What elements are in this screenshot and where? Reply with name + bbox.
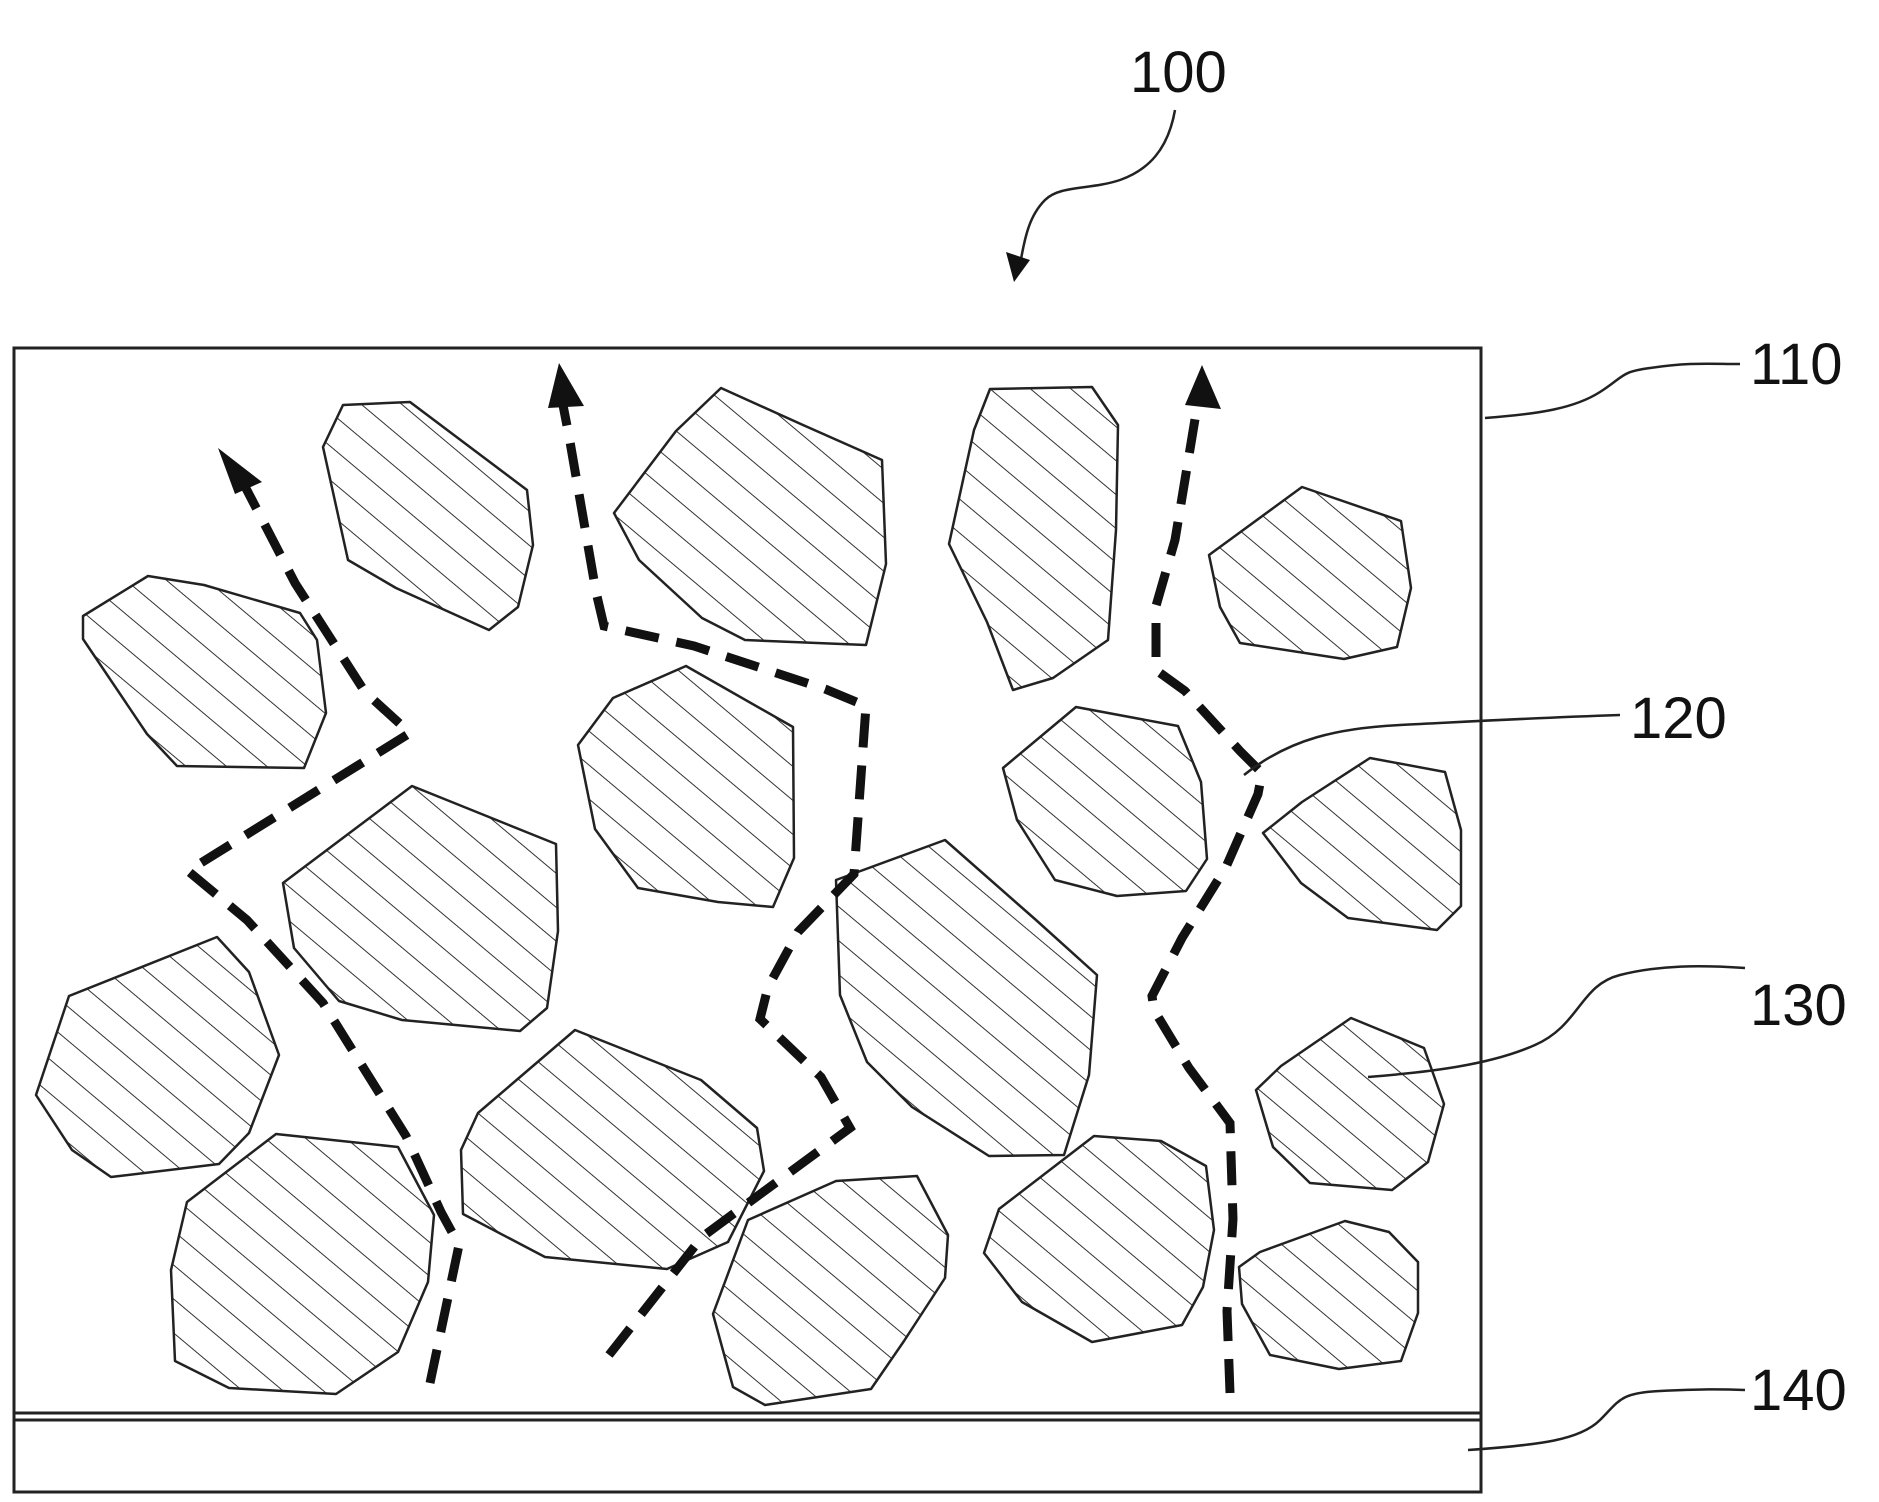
arrow-head-right xyxy=(1185,365,1221,409)
particle xyxy=(578,666,794,907)
leader-device xyxy=(1020,110,1175,265)
particle xyxy=(36,937,279,1177)
leader-substrate xyxy=(1468,1389,1745,1450)
particle xyxy=(1263,758,1461,930)
label-path: 120 xyxy=(1630,686,1727,751)
particle xyxy=(614,388,886,645)
leader-path xyxy=(1244,715,1620,775)
arrow-head-left xyxy=(218,448,262,494)
particle xyxy=(323,402,533,630)
particle xyxy=(171,1134,434,1394)
particle xyxy=(1003,707,1207,896)
leader-device-arrow xyxy=(1006,252,1030,282)
particles xyxy=(36,387,1461,1405)
label-particle: 130 xyxy=(1750,973,1847,1038)
leader-layer xyxy=(1485,364,1740,418)
particle xyxy=(713,1176,948,1405)
particle xyxy=(984,1136,1214,1342)
label-device: 100 xyxy=(1130,40,1227,105)
arrow-head-middle xyxy=(548,363,584,408)
particle xyxy=(461,1030,764,1269)
particle xyxy=(1256,1018,1444,1190)
particle xyxy=(949,387,1118,690)
particle xyxy=(1209,487,1411,659)
label-substrate: 140 xyxy=(1750,1358,1847,1423)
particle xyxy=(283,786,558,1031)
label-layer: 110 xyxy=(1750,332,1842,397)
particle xyxy=(1239,1221,1418,1369)
particle xyxy=(836,840,1097,1156)
particle xyxy=(83,576,326,768)
